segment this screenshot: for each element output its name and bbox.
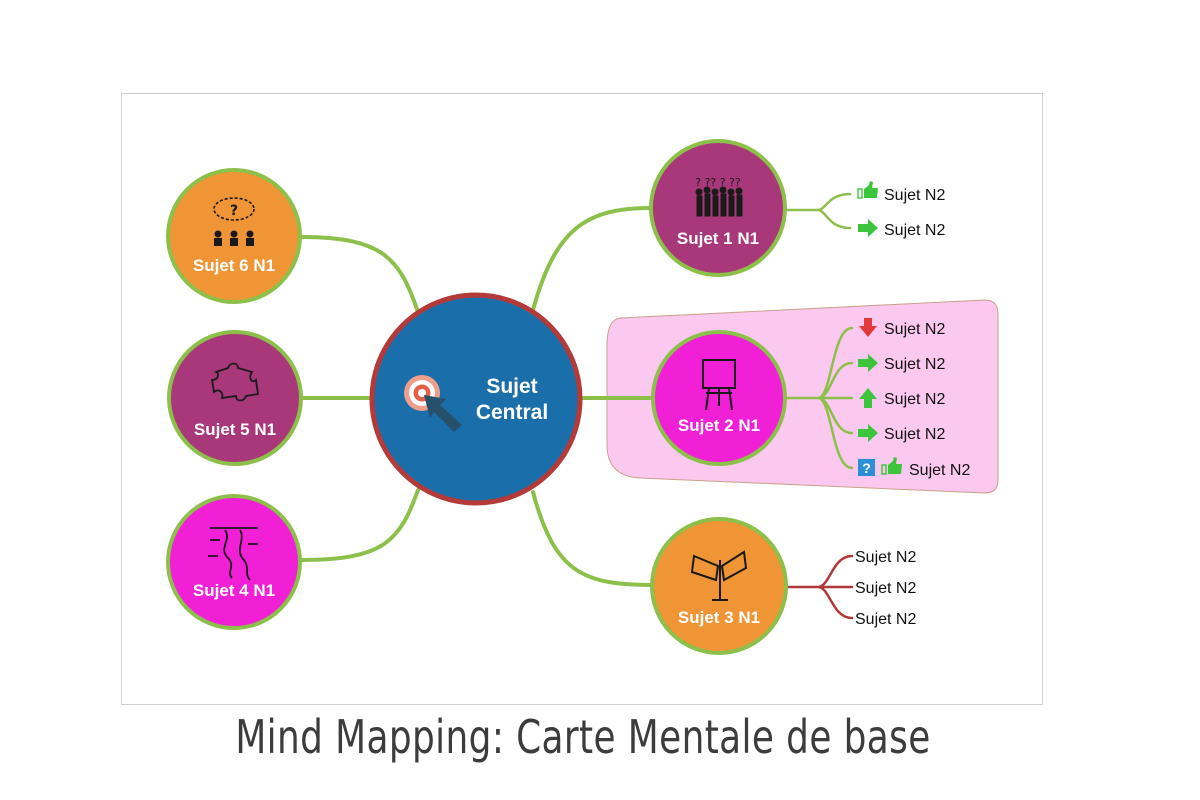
subtopic-label: Sujet N2 bbox=[884, 426, 945, 443]
arrow-down-icon bbox=[859, 318, 877, 337]
topic-label: Sujet 5 N1 bbox=[194, 420, 276, 439]
arrow-right-icon bbox=[858, 219, 878, 237]
people-question-icon: ? bbox=[213, 197, 255, 246]
subtopic-label[interactable]: Sujet N2 bbox=[855, 611, 916, 628]
subtopic-label: Sujet N2 bbox=[884, 222, 945, 239]
subtopic-label: Sujet N2 bbox=[884, 391, 945, 408]
arrow-right-icon bbox=[858, 354, 878, 372]
flipchart-icon bbox=[702, 359, 736, 411]
branch-sujet-1 bbox=[531, 206, 652, 312]
question-icon: ? bbox=[858, 459, 875, 476]
subtopic-label: Sujet N2 bbox=[884, 321, 945, 338]
central-label-line2: Central bbox=[476, 401, 548, 424]
sub-branch-sujet-3 bbox=[786, 554, 854, 620]
central-topic[interactable]: Sujet Central bbox=[369, 292, 583, 506]
svg-text:?: ? bbox=[862, 460, 871, 476]
signpost-icon bbox=[690, 550, 748, 601]
topic-sujet-6[interactable]: ? Sujet 6 N1 bbox=[166, 168, 302, 304]
thumbs-up-icon bbox=[881, 457, 902, 475]
topic-sujet-5[interactable]: Sujet 5 N1 bbox=[167, 330, 303, 466]
subtopic[interactable]: Sujet N2 bbox=[858, 219, 945, 239]
arrow-up-icon bbox=[859, 388, 877, 408]
puzzle-piece-icon bbox=[210, 362, 260, 402]
river-icon bbox=[208, 527, 258, 581]
branch-sujet-3 bbox=[531, 490, 657, 587]
topic-sujet-3[interactable]: Sujet 3 N1 bbox=[650, 517, 788, 655]
sub-branch-sujet-2 bbox=[783, 326, 854, 470]
sub-branch-sujet-1 bbox=[783, 192, 852, 230]
subtopic[interactable]: Sujet N2 bbox=[859, 388, 945, 408]
crowd-icon: ? ?? ? ?? bbox=[695, 176, 743, 217]
subtopic[interactable]: Sujet N2 bbox=[859, 318, 945, 338]
subtopic[interactable]: Sujet N2 bbox=[858, 354, 945, 373]
branch-sujet-6 bbox=[300, 235, 420, 314]
subtopic-label: Sujet N2 bbox=[909, 462, 970, 479]
subtopic-label: Sujet N2 bbox=[884, 187, 945, 204]
thumbs-up-icon bbox=[857, 181, 878, 199]
diagram-frame bbox=[121, 93, 1043, 705]
svg-text:? ?? ? ??: ? ?? ? ?? bbox=[695, 176, 741, 189]
topic-sujet-4[interactable]: Sujet 4 N1 bbox=[166, 494, 302, 630]
branch-sujet-4 bbox=[300, 488, 420, 562]
topic-label: Sujet 1 N1 bbox=[677, 229, 759, 248]
svg-text:?: ? bbox=[230, 203, 238, 219]
subtopic[interactable]: ? Sujet N2 bbox=[858, 457, 970, 479]
topic-sujet-1[interactable]: ? ?? ? ?? Sujet 1 N1 bbox=[649, 139, 787, 277]
topic-label: Sujet 2 N1 bbox=[678, 416, 760, 435]
subtopic[interactable]: Sujet N2 bbox=[858, 424, 945, 443]
topic-label: Sujet 3 N1 bbox=[678, 608, 760, 627]
central-label-line1: Sujet bbox=[486, 375, 537, 398]
subtopic-label[interactable]: Sujet N2 bbox=[855, 549, 916, 566]
subtopic[interactable]: Sujet N2 bbox=[857, 181, 945, 204]
subtopic-label: Sujet N2 bbox=[884, 356, 945, 373]
topic-label: Sujet 4 N1 bbox=[193, 581, 275, 600]
target-arrow-icon bbox=[404, 375, 462, 432]
arrow-right-icon bbox=[858, 424, 878, 442]
topic-label: Sujet 6 N1 bbox=[193, 256, 275, 275]
diagram-caption: Mind Mapping: Carte Mentale de base bbox=[235, 710, 931, 764]
subtopic-label[interactable]: Sujet N2 bbox=[855, 580, 916, 597]
topic-sujet-2[interactable]: Sujet 2 N1 bbox=[651, 330, 787, 466]
